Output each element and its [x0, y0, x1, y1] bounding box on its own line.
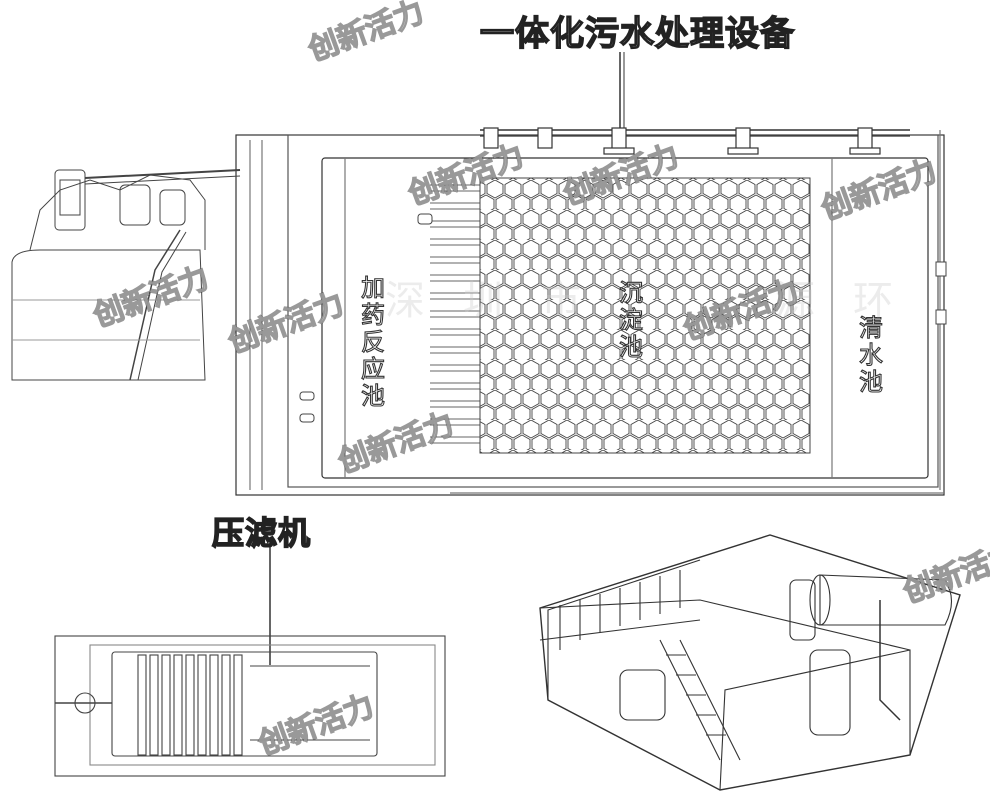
filter-press-title: 压滤机	[211, 513, 312, 553]
faint-watermark: 深圳市 源环	[385, 278, 931, 324]
equipment-3d-view	[539, 534, 961, 791]
clear-water-tank-label: 清水池	[858, 314, 883, 396]
side-nozzles	[299, 213, 947, 423]
dosing-tank-pipes	[430, 184, 480, 444]
top-pipe-fittings	[483, 127, 881, 155]
integrated-equipment-title: 一体化污水处理设备	[479, 13, 795, 55]
pump-unit-sketch	[11, 169, 241, 381]
filter-press-plan	[54, 635, 446, 777]
settling-tank-hex-media	[479, 177, 811, 454]
settling-tank-label: 沉淀池	[618, 279, 643, 361]
integrated-equipment-plan	[235, 129, 945, 496]
dosing-tank-label: 加药反应池	[360, 274, 385, 410]
